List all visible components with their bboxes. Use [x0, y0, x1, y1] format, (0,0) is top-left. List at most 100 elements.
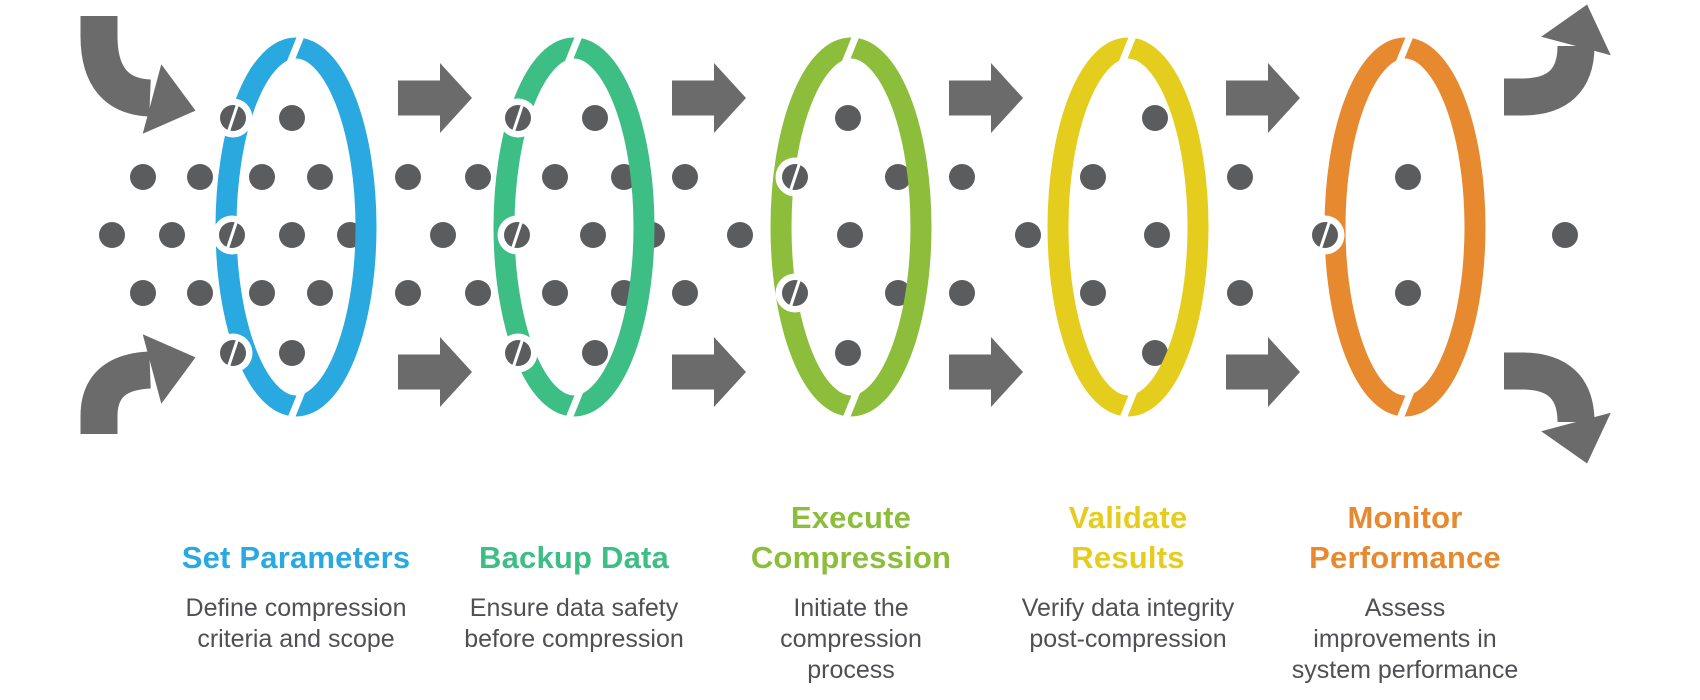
data-dot: [1395, 164, 1421, 190]
highlight-slash: [225, 219, 239, 251]
data-dot: [1552, 222, 1578, 248]
data-dot: [465, 164, 491, 190]
data-dot: [395, 164, 421, 190]
data-dot: [837, 222, 863, 248]
flow-arrow-tail: [672, 354, 716, 390]
data-dot: [582, 340, 608, 366]
flow-arrow-tail: [398, 80, 442, 116]
step-title: Validate Results: [1068, 500, 1188, 575]
step-execute-compression: Execute Compression Initiate the compres…: [701, 488, 1001, 686]
highlight-slash: [511, 102, 525, 134]
data-dot: [279, 105, 305, 131]
data-dot: [430, 222, 456, 248]
data-dot: [279, 222, 305, 248]
flow-arrow-head: [440, 63, 472, 133]
curved-arrow-top-left: [80, 16, 196, 134]
data-dot: [307, 164, 333, 190]
ring-slit: [1113, 19, 1143, 77]
data-dot: [279, 340, 305, 366]
data-dot: [1015, 222, 1041, 248]
data-dot: [542, 164, 568, 190]
data-dot: [1142, 105, 1168, 131]
flow-arrow-head: [991, 337, 1023, 407]
data-dot: [159, 222, 185, 248]
data-dot: [672, 164, 698, 190]
curved-arrow-top-right: [1504, 4, 1611, 116]
data-dot: [1227, 164, 1253, 190]
compression-ring: [1324, 37, 1486, 417]
ring-slit: [1113, 377, 1143, 435]
data-dot: [835, 340, 861, 366]
step-title: Monitor Performance: [1309, 500, 1501, 575]
data-dot: [1144, 222, 1170, 248]
ring-slit: [836, 19, 866, 77]
flow-arrow-tail: [1226, 80, 1270, 116]
highlighted-dots-layer: [212, 98, 1345, 373]
data-dot: [307, 280, 333, 306]
data-dot: [542, 280, 568, 306]
flow-arrows-layer: [398, 63, 1300, 407]
step-description: Ensure data safety before compression: [464, 594, 684, 653]
data-dot: [465, 280, 491, 306]
highlight-slash: [510, 219, 524, 251]
step-description: Assess improvements in system performanc…: [1291, 594, 1519, 684]
curved-arrow-bottom-right: [1504, 352, 1611, 464]
step-description: Initiate the compression process: [780, 594, 922, 684]
step-monitor-performance: Monitor Performance Assess improvements …: [1255, 488, 1555, 686]
data-dot: [885, 280, 911, 306]
step-title: Backup Data: [479, 540, 669, 575]
data-dot: [580, 222, 606, 248]
data-dot: [1227, 280, 1253, 306]
flow-arrow-head: [714, 337, 746, 407]
data-dot: [1395, 280, 1421, 306]
flow-arrow-tail: [1226, 354, 1270, 390]
data-dot: [130, 280, 156, 306]
data-dot: [885, 164, 911, 190]
ring-slit: [281, 19, 311, 77]
data-dot: [249, 280, 275, 306]
ring-slit: [1390, 377, 1420, 435]
highlight-slash: [511, 337, 525, 369]
highlight-slash: [788, 277, 802, 309]
highlight-slash: [226, 102, 240, 134]
flow-arrow-head: [714, 63, 746, 133]
ring-slit: [281, 377, 311, 435]
data-dot: [187, 164, 213, 190]
flow-arrow-head: [1268, 63, 1300, 133]
data-dot: [99, 222, 125, 248]
curved-arrow-bottom-left: [80, 334, 196, 434]
ring-slit: [836, 377, 866, 435]
data-dot: [1080, 164, 1106, 190]
ring-slit: [559, 377, 589, 435]
highlight-slash: [788, 161, 802, 193]
highlight-slash: [226, 337, 240, 369]
step-backup-data: Backup Data Ensure data safety before co…: [424, 488, 724, 655]
step-validate-results: Validate Results Verify data integrity p…: [978, 488, 1278, 655]
flow-arrow-head: [440, 337, 472, 407]
data-dot: [949, 164, 975, 190]
step-description: Verify data integrity post-compression: [1021, 594, 1235, 653]
data-dots-layer: [99, 105, 1578, 366]
data-dot: [835, 105, 861, 131]
data-dot: [249, 164, 275, 190]
data-dot: [582, 105, 608, 131]
flow-arrow-tail: [949, 354, 993, 390]
data-dot: [1080, 280, 1106, 306]
data-dot: [949, 280, 975, 306]
step-set-parameters: Set Parameters Define compression criter…: [146, 488, 446, 655]
step-description: Define compression criteria and scope: [185, 594, 407, 653]
step-title: Execute Compression: [750, 500, 952, 575]
ring-slit: [1390, 19, 1420, 77]
data-dot: [1142, 340, 1168, 366]
ring-slit: [559, 19, 589, 77]
flow-arrow-head: [991, 63, 1023, 133]
highlight-slash: [1318, 219, 1332, 251]
flow-arrow-tail: [672, 80, 716, 116]
data-dot: [395, 280, 421, 306]
flow-arrow-head: [1268, 337, 1300, 407]
data-dot: [130, 164, 156, 190]
data-dot: [727, 222, 753, 248]
step-title: Set Parameters: [181, 540, 411, 575]
